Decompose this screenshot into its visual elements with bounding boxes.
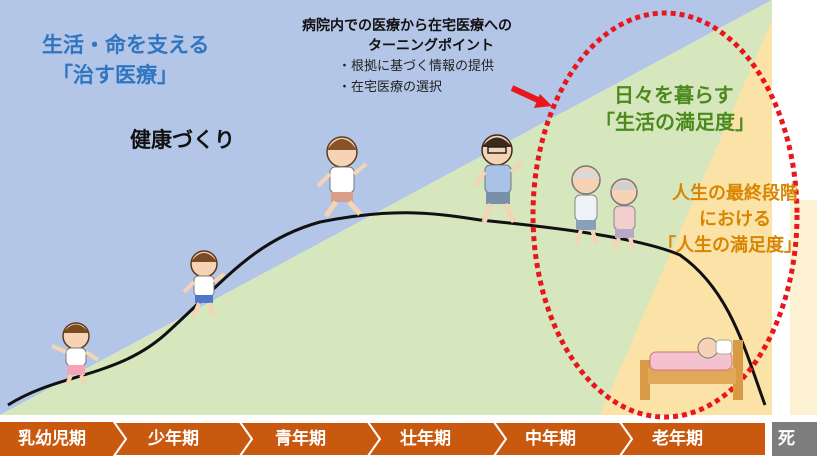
cure-medicine-line2: 「治す医療」 — [52, 63, 178, 87]
daily-life-line2: 「生活の満足度」 — [595, 110, 755, 134]
stage-label-youth: 青年期 — [275, 429, 326, 449]
cure-medicine-line1: 生活・命を支える — [42, 33, 210, 57]
elderly-couple-icon — [571, 165, 638, 251]
turning-point-bullet-2: ・在宅医療の選択 — [338, 80, 443, 95]
final-stage-line3: 「人生の満足度」 — [658, 235, 802, 256]
stage-label-childhood: 少年期 — [148, 429, 199, 449]
health-building-label: 健康づくり — [130, 128, 235, 152]
turning-point-title-1: 病院内での医療から在宅医療への — [302, 18, 512, 34]
turning-point-bullet-1: ・根拠に基づく情報の提供 — [338, 59, 495, 74]
turning-point-title-2: ターニングポイント — [368, 38, 494, 54]
red-arrow-icon — [510, 85, 552, 108]
child-icon — [51, 322, 100, 386]
stage-label-infancy: 乳幼児期 — [18, 429, 86, 449]
stage-label-old-age: 老年期 — [652, 429, 703, 449]
green-zone — [0, 0, 772, 415]
woman-jogging-icon — [316, 136, 368, 218]
late-life-highlight — [530, 10, 800, 420]
daily-life-line1: 日々を暮らす — [614, 83, 734, 107]
final-stage-line1: 人生の最終段階 — [672, 183, 798, 204]
bed-patient-icon — [640, 337, 743, 400]
stage-label-prime: 壮年期 — [400, 429, 451, 449]
health-curve — [7, 211, 767, 407]
boy-icon — [182, 250, 226, 319]
stage-label-middle-age: 中年期 — [525, 429, 576, 449]
man-jogging-icon — [472, 134, 524, 224]
stage-label-death: 死 — [772, 422, 817, 456]
final-stage-line2: における — [699, 209, 771, 230]
